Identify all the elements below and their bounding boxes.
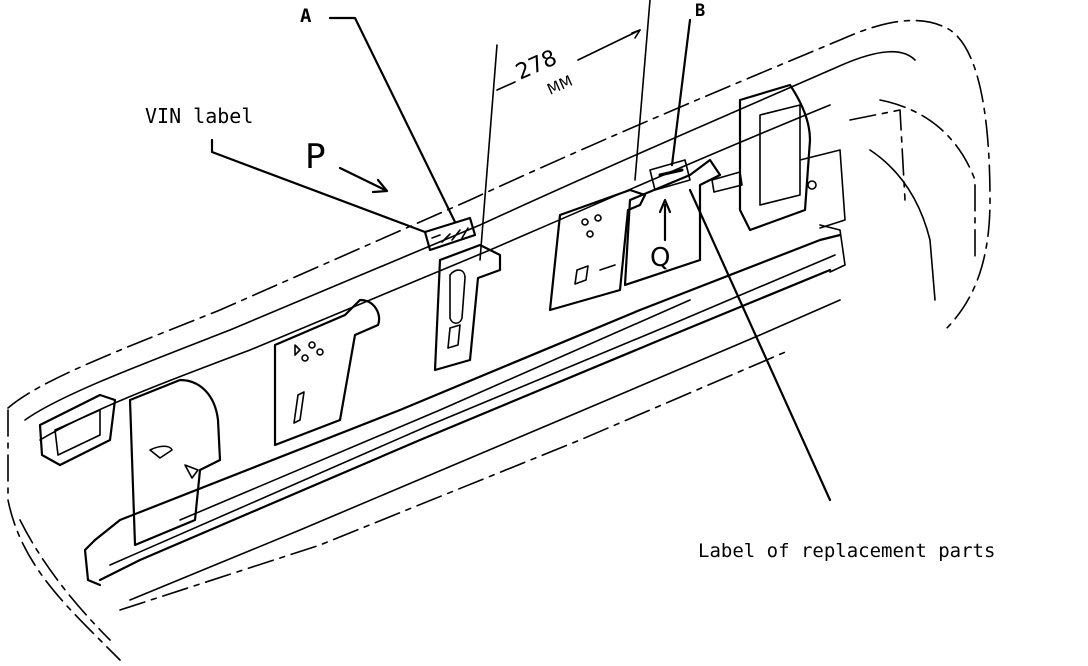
dimension-278mm (479, 0, 651, 261)
dimension-unit: MM (544, 72, 575, 99)
leader-lines (210, 16, 832, 502)
right-end-bracket (711, 83, 906, 232)
left-end-bracket (38, 378, 222, 547)
label-q: Q (650, 243, 670, 273)
mid-left-bracket (273, 298, 381, 447)
right-bracket (623, 158, 722, 287)
label-replacement-parts: Label of replacement parts (698, 540, 995, 562)
reinforcement-beam (83, 224, 846, 611)
label-vin: VIN label (145, 104, 253, 128)
label-p: P (305, 137, 326, 177)
center-bracket (433, 243, 502, 372)
label-a: A (300, 5, 312, 27)
bumper-fascia-outline (7, 19, 991, 661)
label-b: B (695, 1, 705, 21)
mid-right-bracket (548, 188, 647, 312)
